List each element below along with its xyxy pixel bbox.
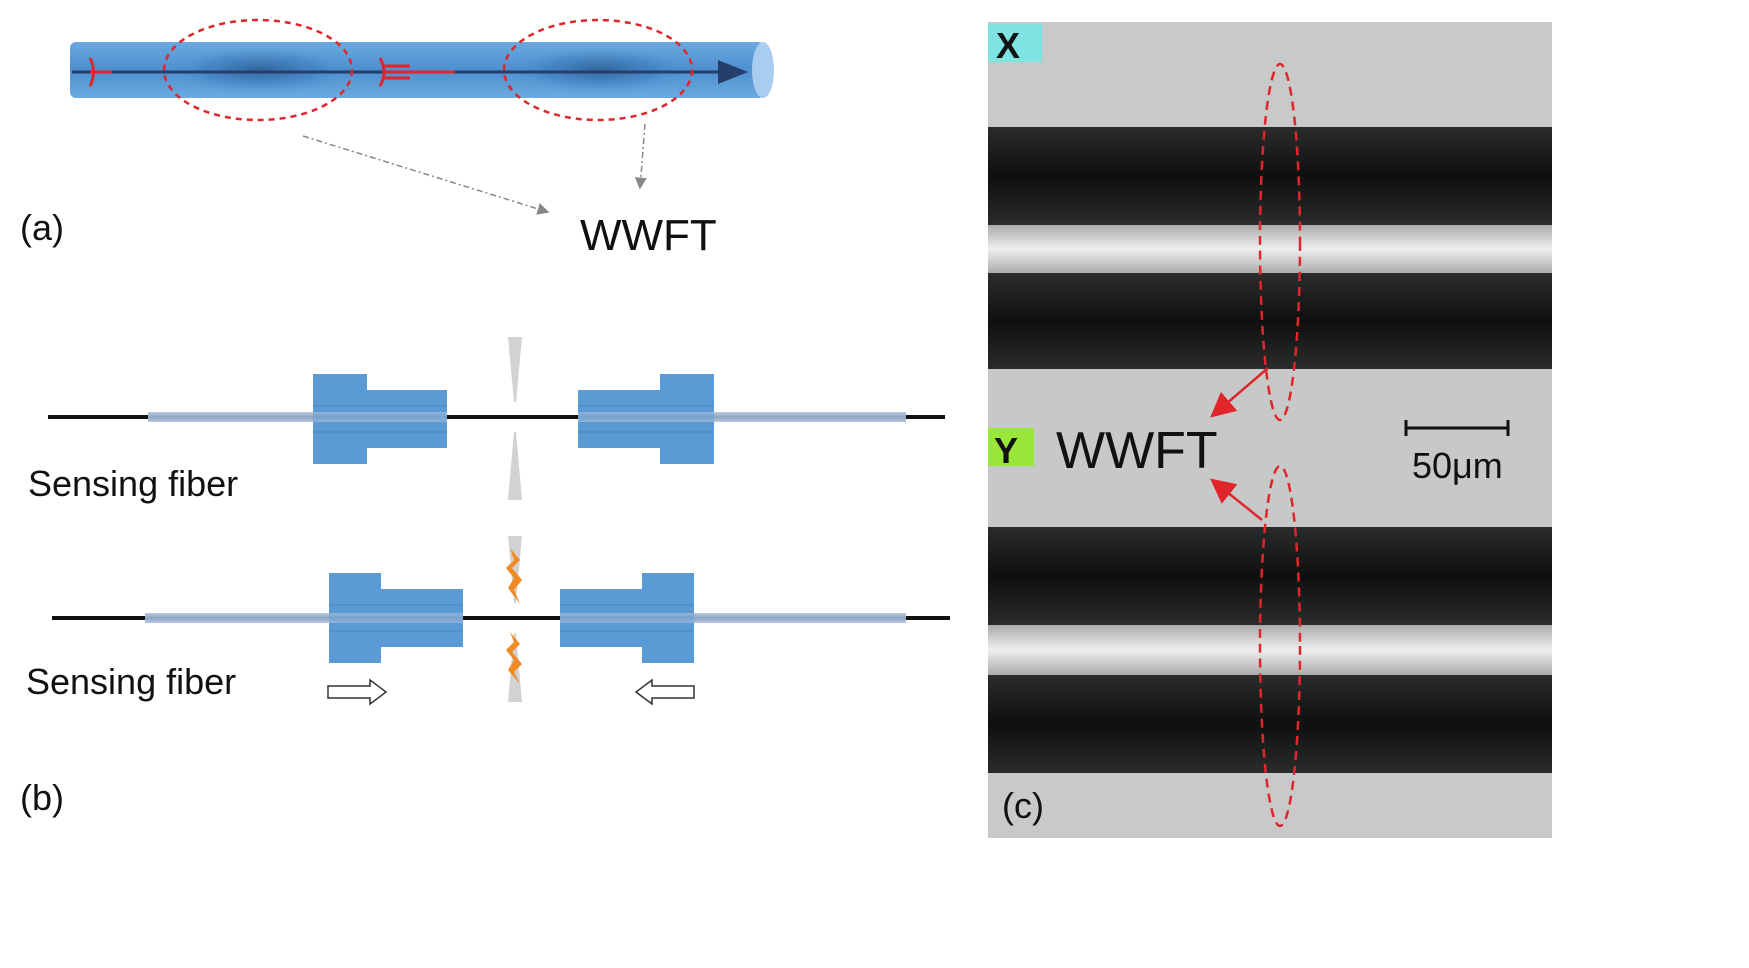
wwft-ellipse-lower: [1258, 464, 1302, 828]
clamp-bottom-left-groove: [329, 613, 463, 623]
fiber-top-coating-right: [648, 412, 906, 422]
pointer-line-2: [634, 123, 647, 190]
wwft-ellipse-upper: [1258, 62, 1302, 422]
panel-b-top-caption: Sensing fiber: [28, 463, 238, 504]
highlight-ellipse-1: [162, 18, 354, 122]
fiber-bottom-coating-left: [145, 613, 403, 623]
panel-c: X Y WWFT 50μm (c): [988, 22, 1552, 838]
panel-b-bottom-caption: Sensing fiber: [26, 661, 236, 702]
x-axis-label: X: [996, 25, 1020, 66]
band-bright-top: [988, 22, 1552, 127]
panel-c-callout: WWFT: [1056, 422, 1218, 480]
pointer-line-1: [302, 135, 550, 215]
electrode-top-upper: [508, 337, 522, 402]
band-dark-4: [988, 675, 1552, 773]
panel-b: Sensing fiber Sensing fiber (b): [20, 337, 950, 818]
highlight-ellipse-2: [502, 18, 694, 122]
wwft-arrow-upper: [1210, 367, 1269, 418]
mode-symbol-2: [378, 57, 420, 87]
mode-symbol-1: [88, 57, 112, 87]
taper-waist-2: [505, 46, 695, 94]
push-arrow-left-icon: [634, 678, 695, 706]
wwft-arrow-lower: [1210, 478, 1263, 521]
band-dark-2: [988, 273, 1552, 369]
clamp-top-left-groove: [313, 412, 447, 422]
fiber-end: [752, 42, 774, 98]
panel-a-label: (a): [20, 207, 64, 248]
x-badge: [988, 24, 1042, 62]
scale-bar-label: 50μm: [1412, 445, 1503, 486]
fiber-bottom-coating-right: [648, 613, 906, 623]
panel-a: WWFT (a): [20, 18, 774, 260]
panel-a-callout: WWFT: [580, 211, 717, 260]
discharge-arc-upper: [506, 548, 522, 604]
panel-c-label: (c): [1002, 785, 1044, 826]
taper-waist-1: [165, 46, 355, 94]
clamp-bottom-right-groove: [560, 613, 694, 623]
discharge-arc-lower: [506, 632, 522, 684]
band-bright-1: [988, 225, 1552, 273]
push-arrow-right-icon: [327, 678, 388, 706]
band-bright-2: [988, 625, 1552, 675]
band-gap: [988, 369, 1552, 527]
clamp-top-right-groove: [578, 412, 714, 422]
band-bright-bottom: [988, 773, 1552, 838]
band-dark-1: [988, 127, 1552, 225]
electrode-top-lower: [508, 432, 522, 500]
electrode-bottom-upper: [508, 536, 522, 603]
band-dark-3: [988, 527, 1552, 625]
y-badge: [988, 428, 1034, 466]
panel-b-label: (b): [20, 777, 64, 818]
y-axis-label: Y: [994, 430, 1018, 471]
fiber-top-coating-left: [148, 412, 406, 422]
